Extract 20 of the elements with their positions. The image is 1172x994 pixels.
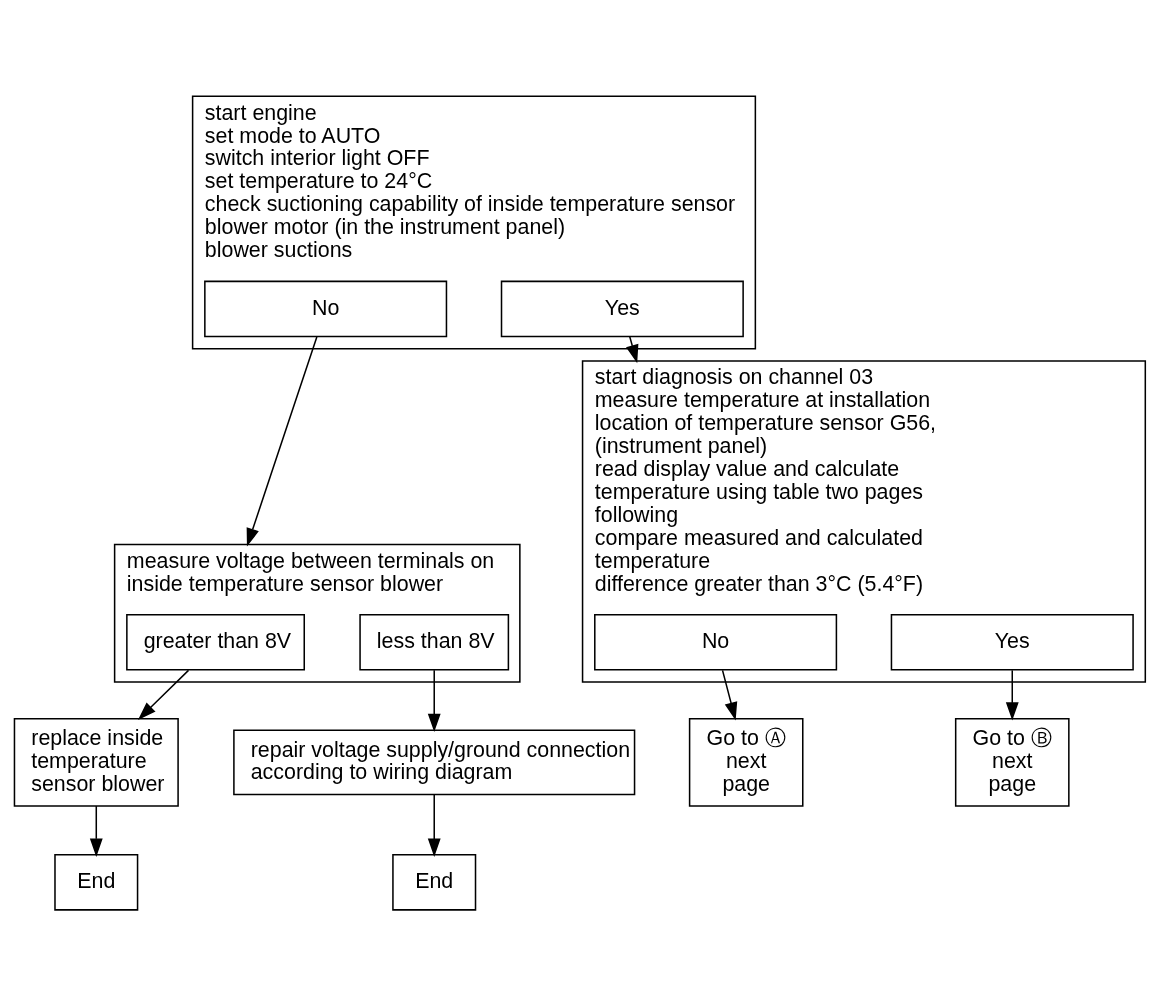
arrow [137, 669, 190, 720]
node-box: greater than 8V [126, 614, 305, 671]
node-box: Yes [890, 614, 1134, 671]
arrow [89, 805, 103, 857]
node-box: replace inside temperature sensor blower [13, 717, 179, 807]
node-box: Go to Ⓑ next page [954, 717, 1070, 807]
arrow [427, 793, 441, 857]
node-box: No [204, 280, 448, 338]
arrow [246, 336, 318, 547]
node-box: Yes [500, 280, 744, 338]
arrow [427, 669, 441, 733]
node-box: repair voltage supply/ground connection according to wiring diagram [233, 729, 636, 796]
node-box: End [392, 854, 477, 911]
arrow [626, 336, 639, 364]
node-box: No [594, 614, 838, 671]
node-box: less than 8V [359, 614, 510, 671]
arrow [1005, 669, 1019, 721]
node-box: Go to Ⓐ next page [688, 717, 804, 807]
arrow [721, 669, 738, 721]
node-box: End [54, 854, 139, 911]
